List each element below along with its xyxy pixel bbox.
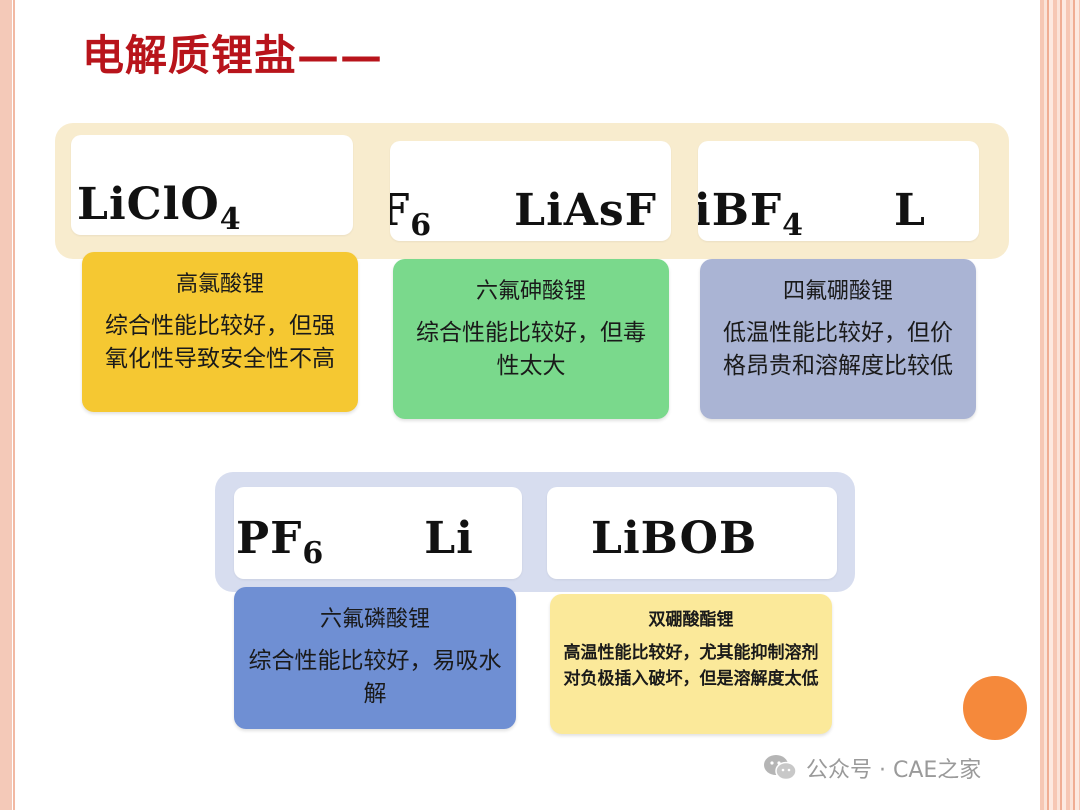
card-libf4: 四氟硼酸锂 低温性能比较好，但价格昂贵和溶解度比较低 [700, 259, 976, 419]
accent-circle [963, 676, 1027, 740]
card-name: 双硼酸酯锂 [648, 610, 734, 630]
formula-box-liclo4: LiClO4 [71, 135, 353, 235]
card-lipf6: 六氟磷酸锂 综合性能比较好，易吸水解 [234, 587, 516, 729]
card-name: 六氟磷酸锂 [319, 607, 430, 632]
card-desc: 综合性能比较好，但毒性太大 [416, 320, 646, 379]
card-desc: 综合性能比较好，易吸水解 [248, 648, 502, 707]
card-desc: 综合性能比较好，但强氧化性导致安全性不高 [105, 313, 335, 372]
card-name: 六氟砷酸锂 [475, 279, 586, 304]
slide-border-left [0, 0, 12, 810]
slide-border-right [1040, 0, 1080, 810]
card-liclo4: 高氯酸锂 综合性能比较好，但强氧化性导致安全性不高 [82, 252, 358, 412]
card-name: 高氯酸锂 [175, 272, 264, 297]
wechat-icon [762, 753, 798, 783]
card-liasf6: 六氟砷酸锂 综合性能比较好，但毒性太大 [393, 259, 669, 419]
slide-title: 电解质锂盐—— [82, 31, 384, 80]
watermark-text: 公众号 · CAE之家 [806, 758, 982, 783]
card-desc: 高温性能比较好，尤其能抑制溶剂对负极插入破坏，但是溶解度太低 [563, 643, 819, 689]
card-desc: 低温性能比较好，但价格昂贵和溶解度比较低 [723, 320, 953, 379]
formula-box-libob: LiBOB [547, 487, 837, 579]
slide-border-left-line [13, 0, 15, 810]
card-libob: 双硼酸酯锂 高温性能比较好，尤其能抑制溶剂对负极插入破坏，但是溶解度太低 [550, 594, 832, 734]
watermark: 公众号 · CAE之家 [762, 752, 981, 784]
card-name: 四氟硼酸锂 [782, 279, 893, 304]
formula-libob: LiBOB [591, 513, 758, 564]
formula-liclo4: LiClO4 [77, 179, 242, 235]
